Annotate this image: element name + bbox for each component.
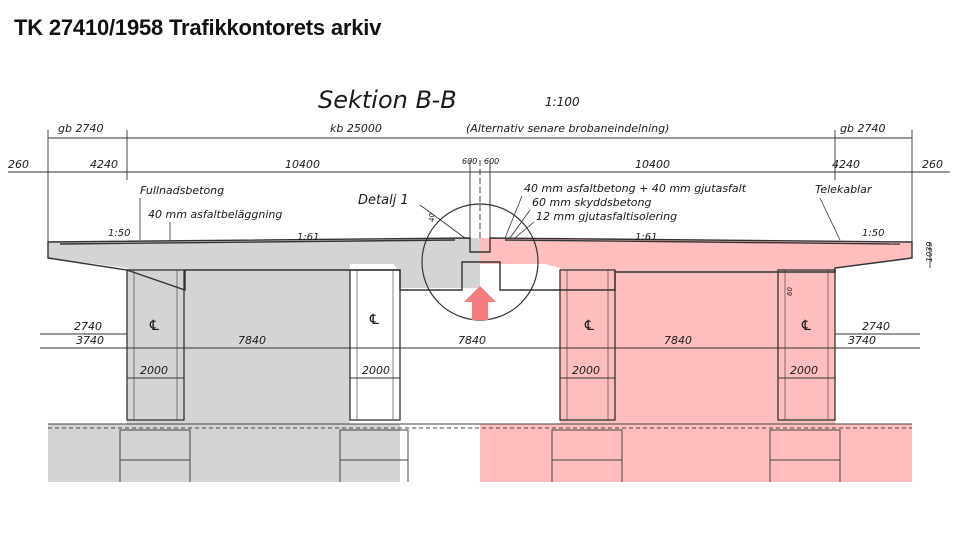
kb-label: kb 25000 [330,122,382,135]
dim-600-b: 600 [484,157,499,166]
dim-260-left: 260 [8,158,29,171]
leader-lines [139,195,841,241]
dim-10400-right: 10400 [635,158,670,171]
top-dimensions: 260 4240 10400 600 600 10400 4240 260 [8,157,943,171]
columns [126,269,836,421]
lower-dimensions: 2740 3740 2740 3740 7840 7840 7840 2000 … [74,320,890,377]
dim-2740-right: 2740 [862,320,890,333]
dim-4240-right: 4240 [832,158,860,171]
column-2 [349,269,401,421]
note-height-right: 1039 [925,242,934,262]
note-fullnadsbetong: Fullnadsbetong [140,184,224,197]
note-asfalt-left: 40 mm asfaltbeläggning [148,208,282,221]
svg-text:℄: ℄ [148,318,161,334]
column-width-2: 2000 [362,364,390,377]
span-1: 7840 [238,334,266,347]
column-width-4: 2000 [790,364,818,377]
ground-line [48,423,912,429]
slide-title: TK 27410/1958 Trafikkontorets arkiv [14,15,382,40]
gb-left-label: gb 2740 [58,122,103,135]
dim-3740-left: 3740 [76,334,104,347]
note-telekablar: Telekablar [815,183,873,196]
svg-text:1:50: 1:50 [108,228,130,239]
dim-2740-left: 2740 [74,320,102,333]
note-asfalt-right: 40 mm asfaltbetong + 40 mm gjutasfalt [524,182,747,195]
svg-text:℄: ℄ [800,318,813,334]
centerline-marks: ℄ ℄ ℄ ℄ [148,312,813,334]
span-3: 7840 [664,334,692,347]
dim-600-a: 600 [462,157,477,166]
gb-right-label: gb 2740 [840,122,885,135]
svg-text:1:61: 1:61 [635,232,657,243]
column-width-3: 2000 [572,364,600,377]
annotations: Fullnadsbetong 40 mm asfaltbeläggning De… [140,182,934,296]
dim-10400-left: 10400 [285,158,320,171]
dimension-lines [8,130,950,379]
svg-text:1:50: 1:50 [862,228,884,239]
svg-text:1:61: 1:61 [297,232,319,243]
span-2: 7840 [458,334,486,347]
deck-outline [47,237,913,291]
dim-4240-left: 4240 [90,158,118,171]
column-width-1: 2000 [140,364,168,377]
note-skyddsbetong: 60 mm skyddsbetong [532,196,651,209]
note-small-dim: 40 [428,213,436,222]
svg-text:℄: ℄ [368,312,381,328]
dim-260-right: 260 [922,158,943,171]
note-detalj: Detalj 1 [358,193,409,208]
right-half-highlight [480,238,912,482]
note-small-dim-right: 60 [786,287,794,296]
scale-label: 1:100 [545,95,580,109]
slope-labels: 1:50 1:61 1:61 1:50 [108,228,884,243]
left-half-highlight [48,238,480,482]
svg-text:℄: ℄ [583,318,596,334]
section-title: Sektion B-B [318,86,457,114]
highlight-arrow [464,286,496,320]
dim-3740-right: 3740 [848,334,876,347]
kb-note: (Alternativ senare brobaneindelning) [466,122,669,135]
foundations [119,429,841,482]
note-isolering: 12 mm gjutasfaltisolering [536,210,677,223]
